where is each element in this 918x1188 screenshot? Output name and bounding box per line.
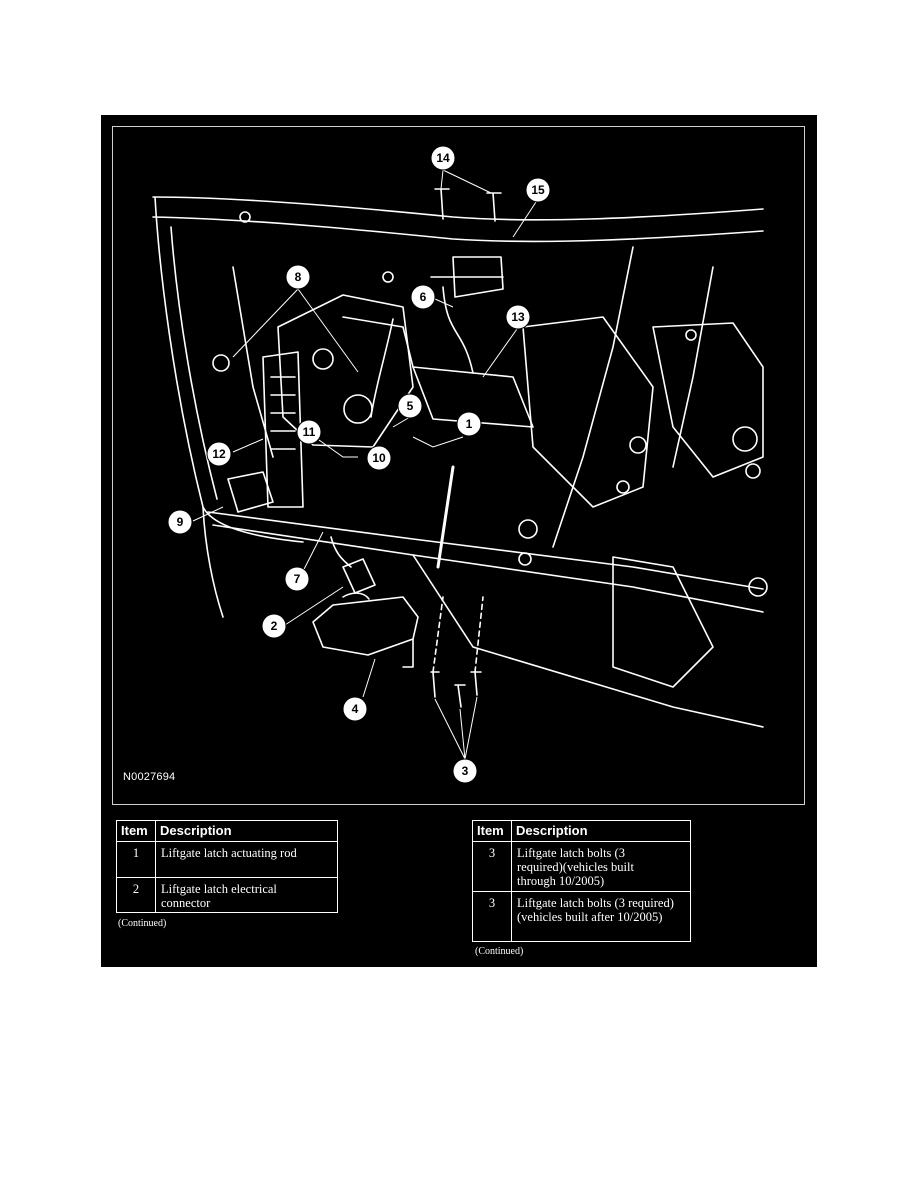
callout-7 (284, 566, 310, 592)
callout-11-label: 11 (303, 425, 316, 439)
callout-4-label: 4 (352, 702, 359, 716)
table-row: 1 Liftgate latch actuating rod (116, 841, 338, 878)
callout-14-label: 14 (436, 151, 450, 165)
callout-10-label: 10 (372, 451, 386, 465)
connector-plug (227, 471, 274, 513)
latch-actuator-housing (262, 351, 304, 508)
actuating-rod-lower (436, 465, 455, 569)
callout-15-label: 15 (531, 183, 545, 197)
continued-note-left: (Continued) (118, 918, 167, 929)
liftgate-latch-illustration: 14 15 6 8 13 5 1 11 12 10 9 7 2 4 3 (152, 145, 768, 784)
callout-2-label: 2 (271, 619, 278, 633)
callout-9 (167, 509, 193, 535)
callout-1-label: 1 (466, 417, 473, 431)
callout-15 (525, 177, 551, 203)
callout-5 (397, 393, 423, 419)
callout-1 (456, 411, 482, 437)
exploded-view-figure: 14 15 6 8 13 5 1 11 12 10 9 7 2 4 3 N002… (112, 126, 805, 805)
callout-8-label: 8 (295, 270, 302, 284)
continued-note-right: (Continued) (475, 946, 524, 957)
figure-id: N0027694 (123, 771, 176, 783)
latch-assembly-body (277, 294, 414, 448)
row-description: Liftgate latch electrical connector (155, 877, 338, 913)
callout-7-label: 7 (294, 572, 301, 586)
row-description: Liftgate latch bolts (3 required)(vehicl… (511, 891, 691, 942)
row-item: 1 (116, 841, 156, 878)
callout-13 (505, 304, 531, 330)
table-row: 3 Liftgate latch bolts (3 required)(vehi… (472, 891, 691, 942)
header-item: Item (472, 820, 512, 842)
callout-14 (430, 145, 456, 171)
header-description: Description (155, 820, 338, 842)
table-row: 2 Liftgate latch electrical connector (116, 877, 338, 913)
table-row: 3 Liftgate latch bolts (3 required)(vehi… (472, 841, 691, 892)
legend-table-left: Item Description 1 Liftgate latch actuat… (116, 820, 338, 913)
header-item: Item (116, 820, 156, 842)
callout-10 (366, 445, 392, 471)
callout-12 (206, 441, 232, 467)
callout-13-label: 13 (511, 310, 525, 324)
legend-header-row: Item Description (472, 820, 691, 842)
latch-cylinder-bracket (452, 256, 504, 298)
liftgate-latch-part (312, 596, 419, 656)
diagram-panel: 14 15 6 8 13 5 1 11 12 10 9 7 2 4 3 N002… (101, 115, 817, 967)
legend-header-row: Item Description (116, 820, 338, 842)
callout-6-label: 6 (420, 290, 427, 304)
actuating-rod-upper (442, 286, 474, 374)
callout-3-label: 3 (462, 764, 469, 778)
row-item: 3 (472, 841, 512, 892)
callout-4 (342, 696, 368, 722)
electrical-connector-part (342, 558, 376, 594)
row-description: Liftgate latch bolts (3 required)(vehicl… (511, 841, 691, 892)
row-item: 3 (472, 891, 512, 942)
callout-11 (296, 419, 322, 445)
row-item: 2 (116, 877, 156, 913)
callout-3 (452, 758, 478, 784)
row-description: Liftgate latch actuating rod (155, 841, 338, 878)
callout-9-label: 9 (177, 515, 184, 529)
callout-5-label: 5 (407, 399, 414, 413)
header-description: Description (511, 820, 691, 842)
callout-2 (261, 613, 287, 639)
legend-table-right: Item Description 3 Liftgate latch bolts … (472, 820, 691, 942)
callout-8 (285, 264, 311, 290)
callout-12-label: 12 (212, 447, 226, 461)
panel-upper-edge (152, 196, 764, 221)
callout-6 (410, 284, 436, 310)
